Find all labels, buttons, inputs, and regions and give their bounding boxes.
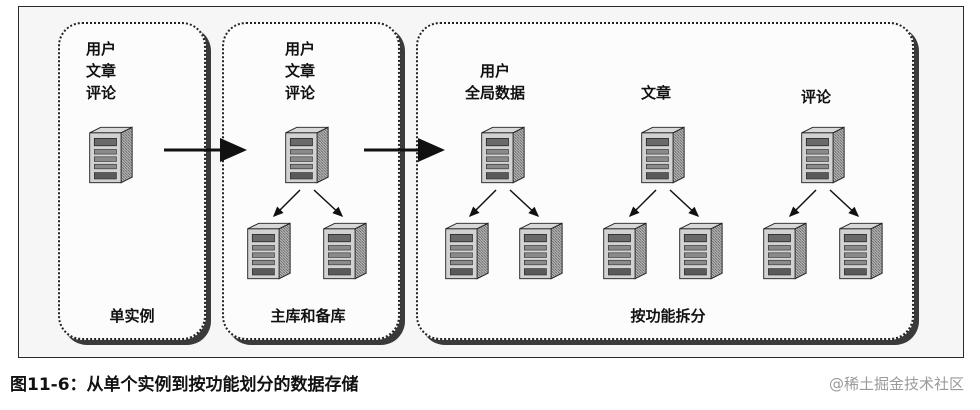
replication-arrow bbox=[829, 189, 860, 218]
replication-arrow bbox=[313, 189, 344, 218]
panel-master-title: 用户 文章 评论 bbox=[285, 38, 315, 104]
panel-single-instance bbox=[58, 22, 206, 340]
panel-master-footer: 主库和备库 bbox=[270, 307, 346, 325]
group-comments-title: 评论 bbox=[801, 86, 831, 108]
replication-arrow bbox=[669, 189, 700, 218]
figure-caption: 图11-6：从单个实例到按功能划分的数据存储 bbox=[10, 375, 359, 395]
replication-arrow bbox=[788, 189, 817, 218]
panel-single-title: 用户 文章 评论 bbox=[86, 38, 116, 104]
title-line-articles: 文章 bbox=[85, 62, 117, 80]
title-line-comments: 评论 bbox=[800, 88, 832, 106]
watermark: @稀土掘金技术社区 bbox=[828, 375, 964, 393]
panel-split-footer: 按功能拆分 bbox=[630, 307, 706, 325]
title-line-articles: 文章 bbox=[640, 84, 672, 102]
title-line-comments: 评论 bbox=[85, 84, 117, 102]
title-line-comments: 评论 bbox=[284, 84, 316, 102]
title-line-users: 用户 bbox=[85, 40, 117, 58]
title-line-users: 用户 bbox=[479, 62, 511, 80]
group-users-title: 用户 全局数据 bbox=[465, 60, 525, 104]
replication-arrow bbox=[509, 189, 540, 218]
panel-single-footer: 单实例 bbox=[109, 307, 155, 325]
title-line-articles: 文章 bbox=[284, 62, 316, 80]
title-line-global-data: 全局数据 bbox=[464, 84, 526, 102]
replication-arrow bbox=[468, 189, 497, 218]
replication-arrow bbox=[628, 189, 657, 218]
group-articles-title: 文章 bbox=[641, 82, 671, 104]
title-line-users: 用户 bbox=[284, 40, 316, 58]
replication-arrow bbox=[272, 189, 301, 218]
